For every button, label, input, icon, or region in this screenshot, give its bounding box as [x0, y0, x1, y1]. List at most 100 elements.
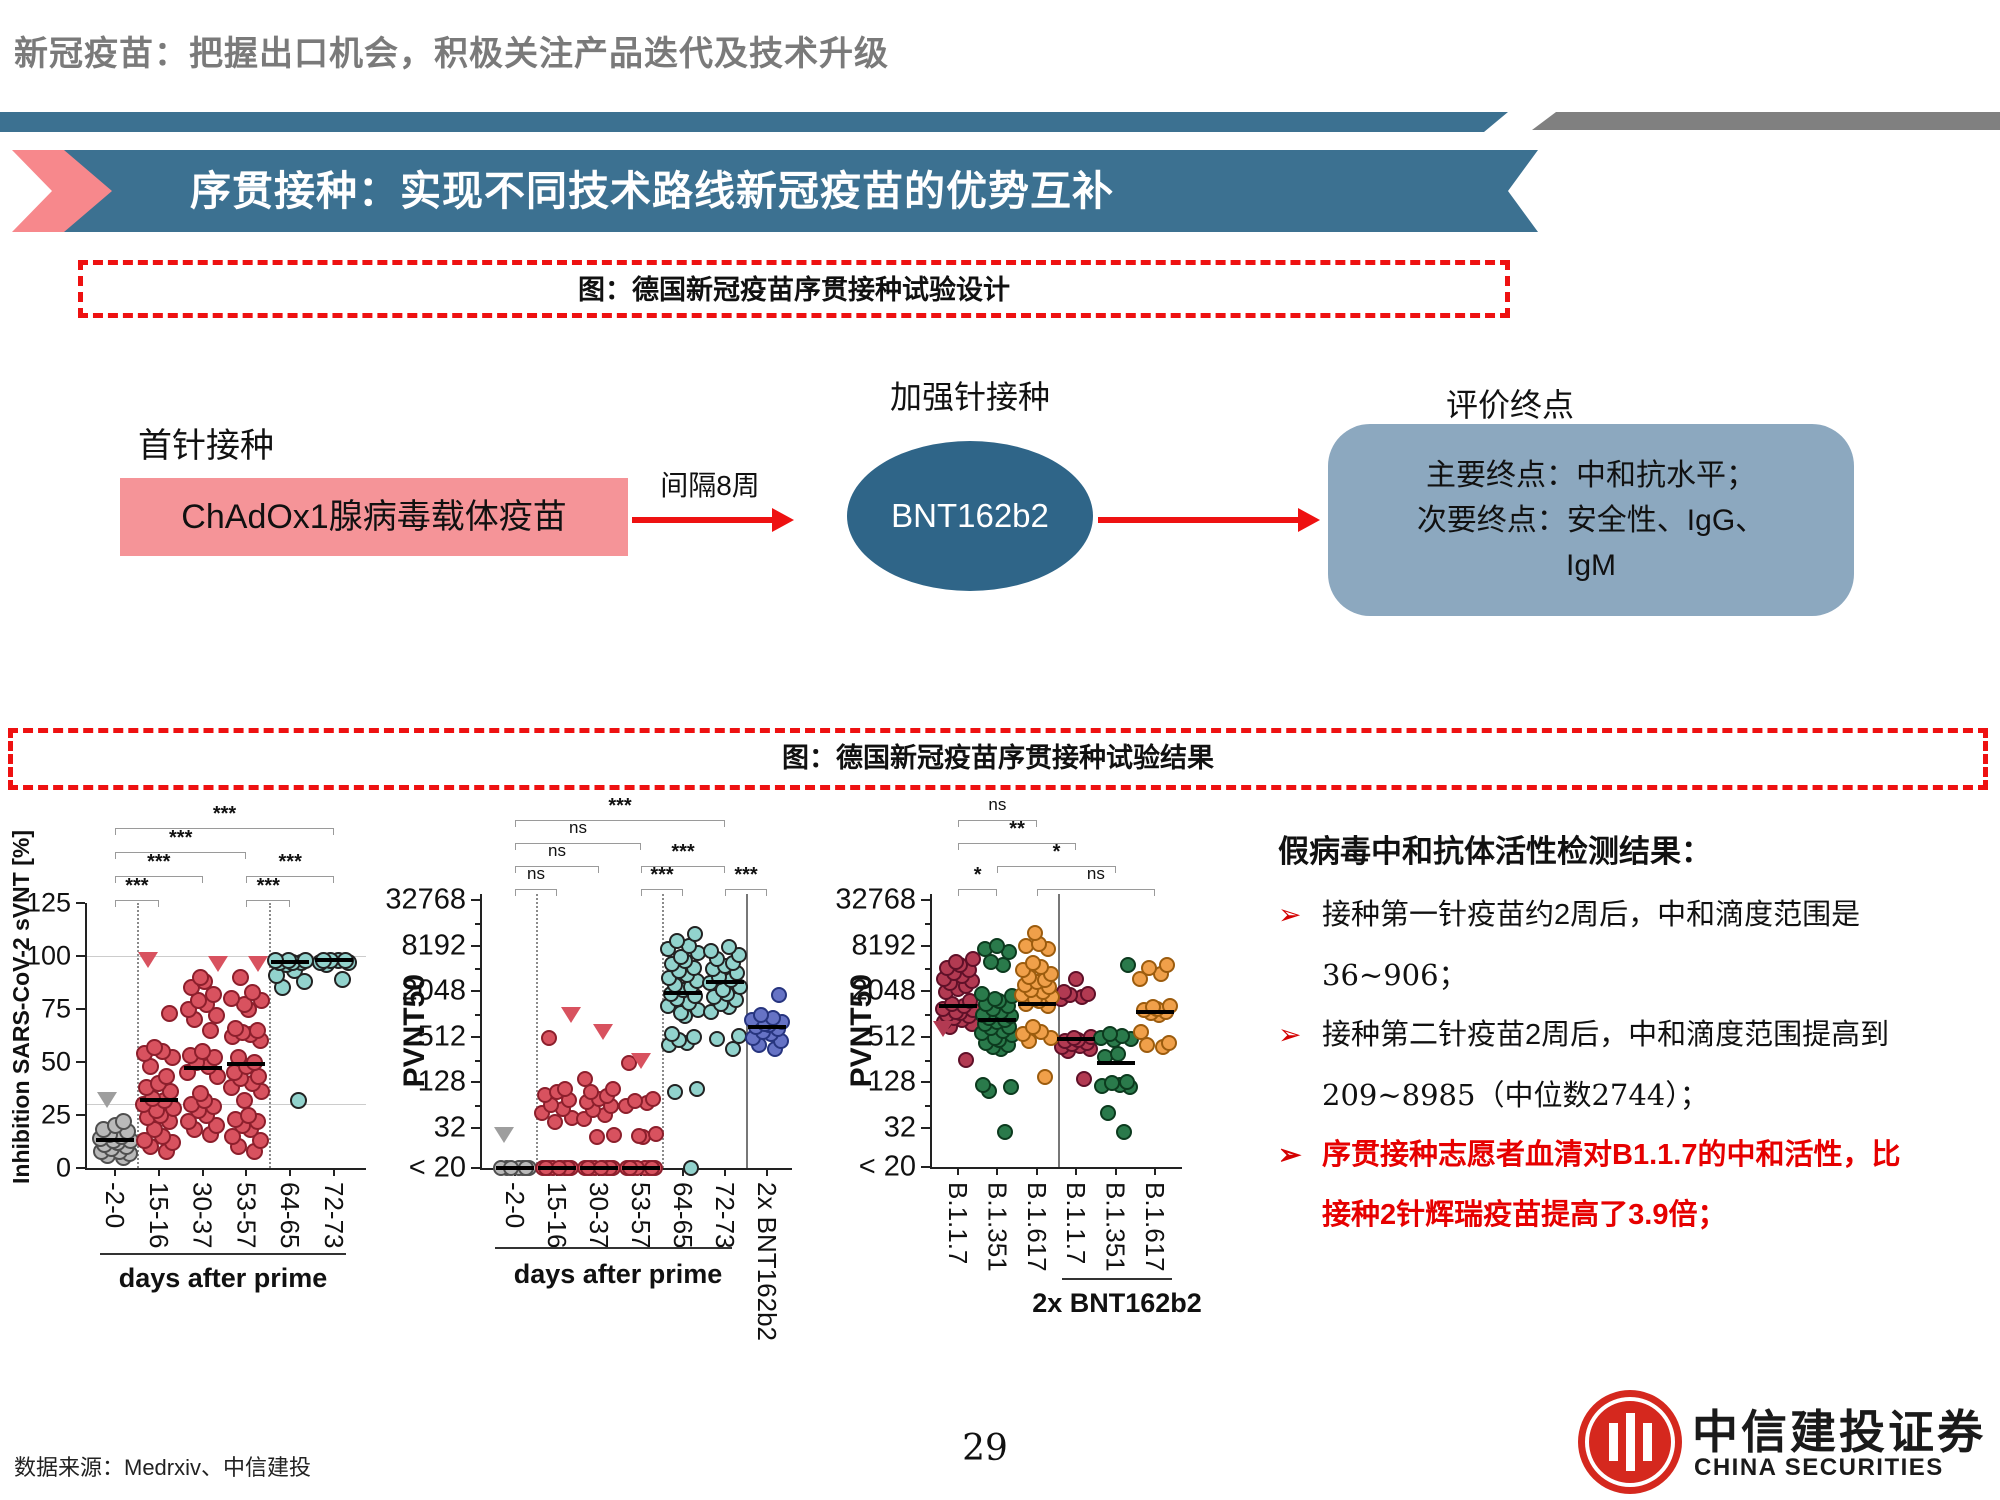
x-tick: [245, 1168, 248, 1176]
median-bar: [227, 1062, 266, 1067]
data-point: [989, 938, 1006, 955]
data-point: [589, 1129, 605, 1146]
solid-separator: [1058, 894, 1060, 1167]
significance-bracket: [115, 876, 203, 883]
gridline: [85, 1104, 366, 1106]
data-point: [557, 1080, 573, 1097]
data-point: [1119, 957, 1136, 974]
data-point: [948, 953, 964, 970]
significance-bracket: [958, 889, 998, 896]
x-axis: [930, 1167, 1182, 1169]
data-point: [606, 1126, 622, 1143]
y-tick: [76, 1167, 85, 1169]
significance-label: ns: [569, 818, 587, 837]
endpoint-line: 主要终点：中和抗水平；: [1426, 458, 1756, 492]
y-tick: [471, 1081, 480, 1084]
x-category-label: 64-65: [275, 1182, 306, 1249]
data-point: [648, 1125, 664, 1142]
data-point: [725, 1041, 741, 1058]
header-divider-gray: [1532, 112, 2000, 130]
data-point: [1118, 1073, 1135, 1090]
y-minor-tick: [925, 1014, 930, 1016]
x-category-label: -2-0: [500, 1182, 530, 1229]
data-point: [983, 953, 1000, 970]
data-point: [1024, 955, 1041, 972]
page-title: 新冠疫苗：把握出口机会，积极关注产品迭代及技术升级: [14, 35, 889, 73]
data-point: [1076, 1071, 1093, 1088]
y-tick: [76, 902, 85, 904]
x-tick: [724, 1168, 726, 1176]
significance-label: ***: [169, 827, 193, 849]
y-minor-tick: [475, 1059, 480, 1062]
data-point-triangle: [494, 1126, 514, 1143]
data-point: [997, 1124, 1014, 1141]
y-minor-tick: [925, 1059, 930, 1062]
significance-bracket: [515, 820, 725, 827]
y-tick: [471, 944, 480, 947]
significance-label: ***: [147, 851, 171, 873]
data-point: [205, 985, 223, 1003]
data-point: [1099, 1105, 1116, 1122]
data-point: [721, 939, 737, 956]
header-divider-blue: [0, 112, 1508, 132]
figure1-title-box: 图：德国新冠疫苗序贯接种试验设计: [78, 260, 1510, 318]
y-tick: [921, 1127, 930, 1129]
arrow-shaft: [1098, 517, 1298, 523]
y-tick: [471, 1127, 480, 1129]
y-axis: [85, 903, 87, 1168]
x-tick: [333, 1168, 335, 1176]
data-point: [208, 1006, 226, 1024]
significance-bracket: [115, 852, 247, 859]
median-bar: [139, 1098, 178, 1103]
y-tick-label: 32: [433, 1111, 466, 1144]
median-bar: [1017, 1001, 1056, 1006]
data-point: [1115, 1124, 1132, 1141]
x-group-label: days after prime: [118, 1263, 328, 1293]
significance-label: ns: [527, 864, 545, 883]
data-point: [194, 1042, 212, 1060]
y-tick-label: 8192: [851, 929, 916, 962]
x-category-label: 30-37: [584, 1182, 614, 1249]
data-point: [1026, 925, 1043, 942]
y-tick-label: 50: [40, 1046, 71, 1077]
data-point: [295, 972, 313, 990]
significance-bracket: [641, 866, 725, 873]
x-category-label: 15-16: [143, 1182, 174, 1249]
x-tick: [201, 1168, 204, 1176]
x-axis: [85, 1168, 366, 1170]
data-point: [231, 968, 249, 986]
y-axis: [930, 894, 932, 1167]
data-point-triangle: [97, 1092, 117, 1109]
data-point: [1080, 985, 1097, 1002]
data-point: [771, 987, 787, 1004]
significance-bracket: [1036, 889, 1155, 896]
y-tick-label: 8192: [401, 929, 466, 962]
data-point: [158, 1068, 176, 1086]
data-point-triangle: [561, 1006, 581, 1023]
data-point: [631, 1128, 647, 1145]
dotted-separator: [137, 903, 139, 1168]
section-banner-title: 序贯接种：实现不同技术路线新冠疫苗的优势互补: [190, 168, 1114, 214]
significance-bracket: [997, 866, 1116, 873]
y-tick-label: < 20: [408, 1151, 466, 1184]
y-tick: [471, 990, 480, 993]
data-point-triangle: [631, 1053, 651, 1070]
data-point: [192, 968, 210, 986]
x-tick: [1154, 1167, 1156, 1175]
x-group-line: [1062, 1278, 1172, 1280]
x-tick: [957, 1167, 959, 1175]
x-tick: [1075, 1167, 1078, 1175]
data-point: [243, 983, 261, 1001]
data-point: [248, 1021, 266, 1039]
x-category-label: B.1.351: [1100, 1182, 1131, 1272]
median-bar: [706, 979, 744, 984]
y-tick-label: < 20: [858, 1150, 916, 1183]
x-category-label: B.1.617: [1140, 1182, 1170, 1272]
y-tick-label: 128: [867, 1065, 916, 1098]
data-point: [974, 985, 991, 1002]
data-point: [235, 1091, 253, 1109]
endpoint-label: 评价终点: [1445, 387, 1574, 423]
data-point: [1161, 1035, 1177, 1052]
x-category-label: B.1.1.7: [1061, 1182, 1092, 1265]
